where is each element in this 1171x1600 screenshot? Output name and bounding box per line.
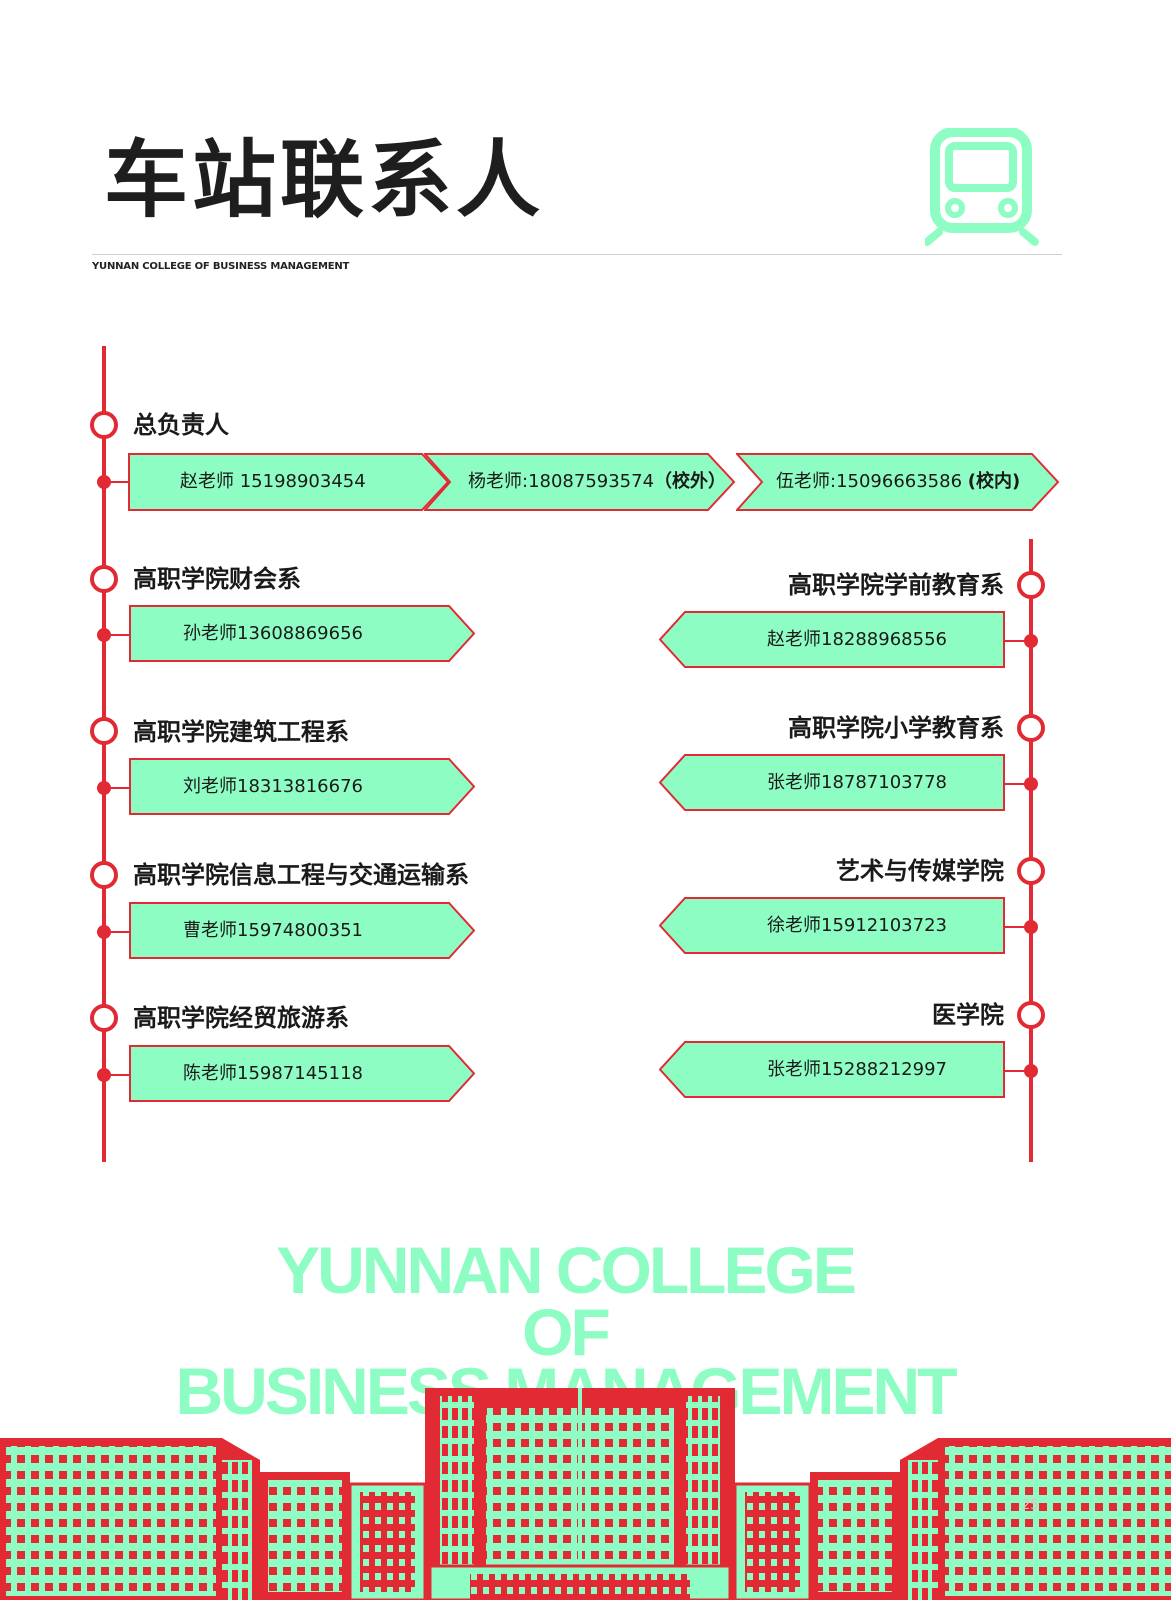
contact-tag: 张老师18787103778 — [659, 754, 1005, 811]
station-label: 艺术与传媒学院 — [836, 857, 1004, 885]
left-rail-line — [102, 346, 106, 1162]
connector-stub — [110, 931, 129, 933]
station-ring — [1017, 571, 1045, 599]
connector-stub — [110, 1074, 129, 1076]
page-number: 25 — [1022, 1498, 1039, 1513]
contact-text: 张老师18787103778 — [767, 772, 947, 793]
connector-stub — [1005, 1070, 1025, 1072]
station-ring — [1017, 714, 1045, 742]
connector-stub — [110, 787, 129, 789]
station-ring — [90, 565, 118, 593]
contact-tag: 曹老师15974800351 — [129, 902, 475, 959]
train-icon — [925, 128, 1039, 246]
station-label: 高职学院经贸旅游系 — [133, 1004, 349, 1032]
page-subtitle: YUNNAN COLLEGE OF BUSINESS MANAGEMENT — [92, 261, 350, 272]
contact-text: 孙老师13608869656 — [183, 623, 363, 644]
station-label: 高职学院财会系 — [133, 565, 301, 593]
contact-text: 曹老师15974800351 — [183, 920, 363, 941]
station-dot — [1024, 1064, 1038, 1078]
station-label: 高职学院学前教育系 — [788, 571, 1004, 599]
connector-stub — [1005, 640, 1025, 642]
contact-tag: 赵老师18288968556 — [659, 611, 1005, 668]
contact-text: 徐老师15912103723 — [767, 915, 947, 936]
connector-stub — [110, 634, 129, 636]
station-ring — [90, 861, 118, 889]
right-rail-line — [1029, 539, 1033, 1162]
contact-tag: 徐老师15912103723 — [659, 897, 1005, 954]
station-ring — [90, 411, 118, 439]
contact-text: 赵老师 15198903454 — [180, 471, 366, 492]
contact-tag: 孙老师13608869656 — [129, 605, 475, 662]
contact-chevron-3: 伍老师:15096663586 (校内) — [736, 453, 1060, 511]
station-dot — [1024, 634, 1038, 648]
contact-text: 赵老师18288968556 — [767, 629, 947, 650]
station-label: 医学院 — [932, 1001, 1004, 1029]
contact-text: 杨老师:18087593574 — [468, 471, 655, 492]
station-ring — [90, 717, 118, 745]
campus-building-illustration — [0, 1388, 1171, 1600]
contact-text: 刘老师18313816676 — [183, 776, 363, 797]
watermark-line-2: OF — [522, 1295, 611, 1369]
contact-tag: 陈老师15987145118 — [129, 1045, 475, 1102]
contact-tag: 张老师15288212997 — [659, 1041, 1005, 1098]
connector-stub — [110, 481, 129, 483]
station-label-general: 总负责人 — [133, 411, 229, 439]
contact-tag: 刘老师18313816676 — [129, 758, 475, 815]
contact-note: （校外） — [654, 471, 727, 492]
contact-chevron-2: 杨老师:18087593574（校外） — [424, 453, 736, 511]
watermark-line-1: YUNNAN COLLEGE — [276, 1233, 857, 1307]
station-ring — [1017, 857, 1045, 885]
connector-stub — [1005, 783, 1025, 785]
station-dot — [97, 781, 111, 795]
station-dot — [97, 628, 111, 642]
page-title: 车站联系人 — [104, 131, 545, 229]
header-divider — [92, 254, 1062, 255]
station-dot — [1024, 777, 1038, 791]
contact-text: 陈老师15987145118 — [183, 1063, 363, 1084]
station-label: 高职学院小学教育系 — [788, 714, 1004, 742]
station-dot — [1024, 920, 1038, 934]
station-dot — [97, 925, 111, 939]
station-dot — [97, 475, 111, 489]
contact-note: (校内) — [967, 471, 1021, 492]
connector-stub — [1005, 926, 1025, 928]
contact-text: 伍老师:15096663586 — [776, 471, 963, 492]
station-ring — [90, 1004, 118, 1032]
contact-chevron-1: 赵老师 15198903454 — [128, 453, 450, 511]
contact-text: 张老师15288212997 — [767, 1059, 947, 1080]
station-ring — [1017, 1001, 1045, 1029]
station-label: 高职学院建筑工程系 — [133, 718, 349, 746]
station-dot — [97, 1068, 111, 1082]
station-label: 高职学院信息工程与交通运输系 — [133, 861, 469, 889]
